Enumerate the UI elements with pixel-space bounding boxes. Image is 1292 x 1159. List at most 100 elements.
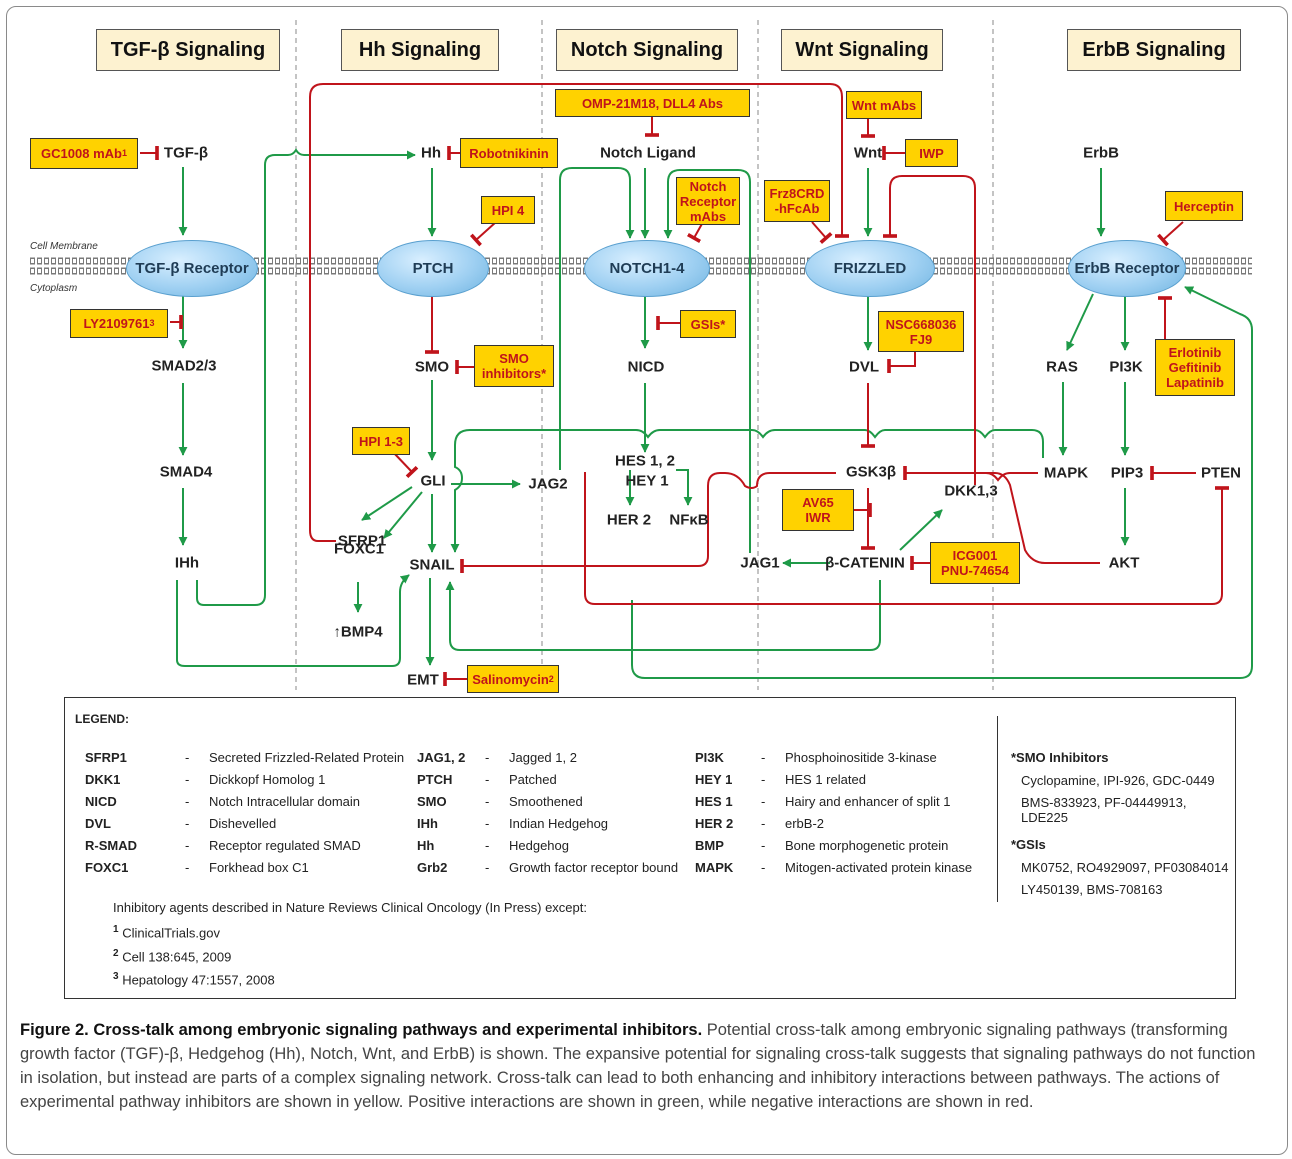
legend-abbr: FOXC1	[85, 860, 129, 875]
node-gli: GLI	[420, 472, 446, 490]
smo-inhibitors-title: *SMO Inhibitors	[1011, 750, 1109, 765]
node-dvl: DVL	[849, 358, 879, 376]
legend-abbr: JAG1, 2	[417, 750, 466, 765]
legend-def: Growth factor receptor bound	[509, 860, 679, 875]
inhibit-nsc	[887, 352, 916, 373]
smo-inhibitors-line-1: Cyclopamine, IPI-926, GDC-0449	[1021, 773, 1215, 788]
arrow-mapk-snail	[450, 429, 1044, 553]
legend-dash: -	[185, 860, 190, 875]
node-tgfb: TGF-β	[163, 144, 209, 162]
legend-abbr: PTCH	[417, 772, 453, 787]
arrow-receptor-ras	[1066, 293, 1094, 351]
inhibit-sfrp1-frizzled	[309, 83, 849, 542]
arrow-hes-nfkb	[676, 469, 693, 506]
legend-dash: -	[485, 838, 490, 853]
arrow-loop-erbb-receptor	[631, 286, 1253, 679]
inhibitor-frz8: Frz8CRD -hFcAb	[764, 180, 830, 222]
cytoplasm-label: Cytoplasm	[30, 283, 78, 294]
legend-title: LEGEND:	[75, 712, 129, 726]
legend-abbr: HEY 1	[695, 772, 733, 787]
legend-box: LEGEND: SFRP1 - Secreted Frizzled-Related …	[64, 697, 1236, 999]
title-notch: Notch Signaling	[556, 29, 738, 71]
cell-membrane-label: Cell Membrane	[30, 241, 98, 252]
legend-dash: -	[761, 816, 766, 831]
inhibitor-omp: OMP-21M18, DLL4 Abs	[555, 89, 750, 117]
inhibitor-herceptin: Herceptin	[1165, 191, 1243, 221]
inhibitor-smo: SMO inhibitors*	[474, 345, 554, 387]
legend-abbr: DVL	[85, 816, 111, 831]
node-hes12: HES 1, 2	[614, 452, 676, 470]
legend-abbr: SFRP1	[85, 750, 127, 765]
inhibitor-iwp: IWP	[905, 139, 958, 167]
inhibition-lines	[140, 83, 1229, 686]
node-foxc1: FOXC1	[333, 540, 385, 558]
figure-frame	[6, 6, 1288, 1155]
node-jag2: JAG2	[528, 475, 568, 493]
inhibit-dkk-frizzled	[883, 175, 976, 485]
node-akt: AKT	[1108, 554, 1140, 572]
legend-dash: -	[485, 816, 490, 831]
inhibitor-nsc: NSC668036 FJ9	[878, 311, 964, 352]
gsis-title: *GSIs	[1011, 837, 1046, 852]
legend-dash: -	[761, 860, 766, 875]
node-gsk3b: GSK3β	[845, 463, 897, 481]
legend-def: Patched	[509, 772, 557, 787]
inhibitor-robotnikinin: Robotnikinin	[460, 138, 558, 168]
legend-abbr: R-SMAD	[85, 838, 137, 853]
inhibit-frz8	[811, 221, 833, 244]
legend-ref-2: 2 Cell 138:645, 2009	[113, 948, 232, 965]
node-notch-ligand: Notch Ligand	[600, 144, 696, 162]
node-erbb: ErbB	[1083, 144, 1119, 162]
legend-def: Secreted Frizzled-Related Protein	[209, 750, 405, 765]
legend-def: Forkhead box C1	[209, 860, 309, 875]
arrow-ihh-snail	[176, 574, 410, 667]
legend-def: Dishevelled	[209, 816, 277, 831]
inhibit-pten-loop	[584, 472, 1229, 605]
arrow-gli-foxc1	[383, 491, 423, 539]
legend-def: Dickkopf Homolog 1	[209, 772, 326, 787]
arrow-jag2-notch	[559, 167, 635, 470]
title-hh: Hh Signaling	[341, 29, 499, 71]
legend-def: Smoothened	[509, 794, 583, 809]
inhibitor-hpi13: HPI 1-3	[352, 427, 410, 455]
inhibitor-hpi4: HPI 4	[481, 196, 535, 224]
legend-dash: -	[185, 750, 190, 765]
legend-dash: -	[761, 838, 766, 853]
figure-caption: Figure 2. Cross-talk among embryonic sig…	[20, 1018, 1270, 1114]
legend-abbr: HER 2	[695, 816, 734, 831]
legend-dash: -	[185, 794, 190, 809]
arrow-bcatenin-dkk	[899, 509, 943, 551]
inhibitor-wnt-mabs: Wnt mAbs	[846, 91, 922, 119]
inhibitor-icg001: ICG001 PNU-74654	[930, 542, 1020, 584]
inhibit-akt-gsk3b	[905, 472, 1100, 564]
legend-dash: -	[485, 794, 490, 809]
legend-def: Jagged 1, 2	[509, 750, 577, 765]
receptor-frizzled: FRIZZLED	[805, 240, 935, 297]
node-pten: PTEN	[1200, 464, 1242, 482]
legend-abbr: Grb2	[417, 860, 448, 875]
activation-arrows	[176, 148, 1253, 679]
node-dkk13: DKK1,3	[944, 482, 998, 500]
receptor-notch: NOTCH1-4	[584, 240, 710, 297]
title-erbb: ErbB Signaling	[1067, 29, 1241, 71]
legend-dash: -	[185, 772, 190, 787]
node-wnt: Wnt	[853, 144, 883, 162]
legend-dash: -	[485, 750, 490, 765]
node-pi3k: PI3K	[1109, 358, 1143, 376]
inhibitor-av65: AV65 IWR	[782, 489, 854, 531]
receptor-ptch: PTCH	[377, 240, 489, 297]
node-snail: SNAIL	[409, 556, 455, 574]
legend-abbr: BMP	[695, 838, 724, 853]
node-jag1: JAG1	[740, 554, 780, 572]
receptor-erbb: ErbB Receptor	[1068, 240, 1186, 297]
legend-abbr: NICD	[85, 794, 117, 809]
node-bmp4: ↑BMP4	[333, 623, 383, 641]
node-nfkb: NFκB	[669, 511, 709, 529]
node-mapk: MAPK	[1043, 464, 1089, 482]
title-tgfb: TGF-β Signaling	[96, 29, 280, 71]
legend-abbr: HES 1	[695, 794, 733, 809]
node-hh: Hh	[421, 144, 441, 162]
legend-abbr: MAPK	[695, 860, 734, 875]
